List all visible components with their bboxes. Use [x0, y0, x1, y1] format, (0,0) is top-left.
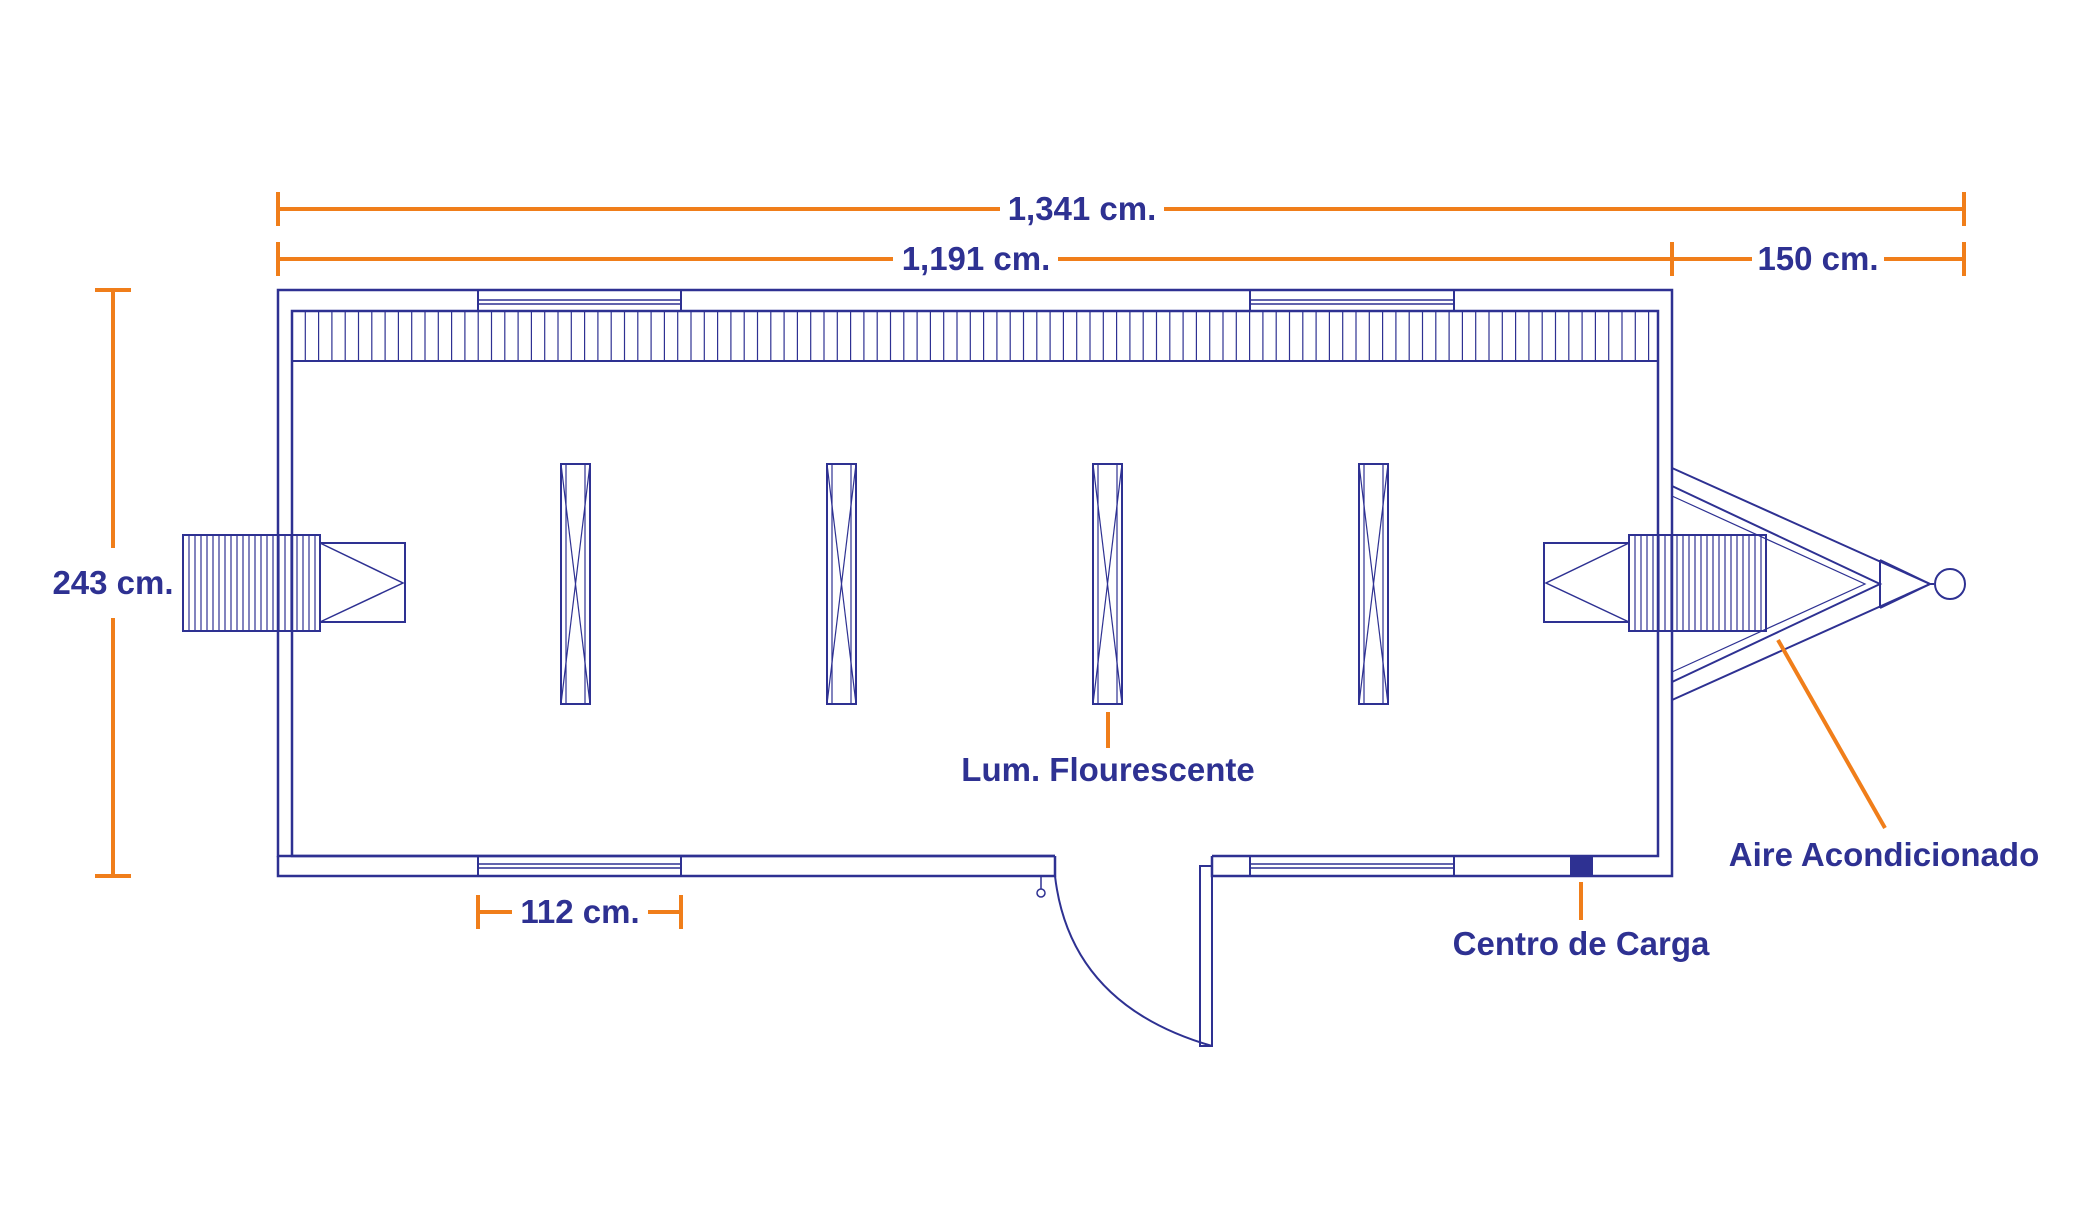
dimension-body-length: 1,191 cm.: [276, 240, 1674, 277]
callout-fluorescent-lights: Lum. Flourescente: [961, 712, 1255, 788]
load-center-box: [1570, 857, 1593, 876]
fluorescent-light: [560, 463, 591, 705]
dimension-width-label: 243 cm.: [52, 564, 173, 601]
top-slat-strip: [291, 310, 1659, 362]
window-top-left: [477, 289, 682, 312]
dimension-width: 243 cm.: [52, 288, 174, 878]
hitch-coupler: [1934, 568, 1966, 600]
dimension-overall-length: 1,341 cm.: [276, 190, 1966, 227]
dimension-hitch-length-label: 150 cm.: [1757, 240, 1878, 277]
window-bottom-left: [477, 855, 682, 877]
fluorescent-lights: [560, 463, 1389, 705]
callout-load-center: Centro de Carga: [1453, 882, 1710, 962]
dimension-window-width-label: 112 cm.: [520, 893, 639, 930]
window-top-right: [1249, 289, 1455, 312]
entry-door: [1036, 856, 1213, 1047]
callout-air-conditioner: Aire Acondicionado: [1729, 639, 2039, 873]
dimension-body-length-label: 1,191 cm.: [902, 240, 1051, 277]
exterior-walls: [276, 288, 1674, 878]
air-conditioner-left: [182, 534, 406, 632]
air-conditioner-right: [1543, 534, 1767, 632]
fluorescent-light: [826, 463, 857, 705]
fluorescent-light: [1358, 463, 1389, 705]
dimension-window-width: 112 cm.: [476, 893, 683, 930]
dimension-overall-length-label: 1,341 cm.: [1008, 190, 1157, 227]
fluorescent-light: [1092, 463, 1123, 705]
label-fluorescent-lights: Lum. Flourescente: [961, 751, 1254, 788]
window-bottom-right: [1249, 855, 1455, 877]
label-load-center: Centro de Carga: [1453, 925, 1710, 962]
tow-hitch: [1671, 467, 1966, 701]
dimension-hitch-length: 150 cm.: [1672, 240, 1966, 277]
label-air-conditioner: Aire Acondicionado: [1729, 836, 2039, 873]
